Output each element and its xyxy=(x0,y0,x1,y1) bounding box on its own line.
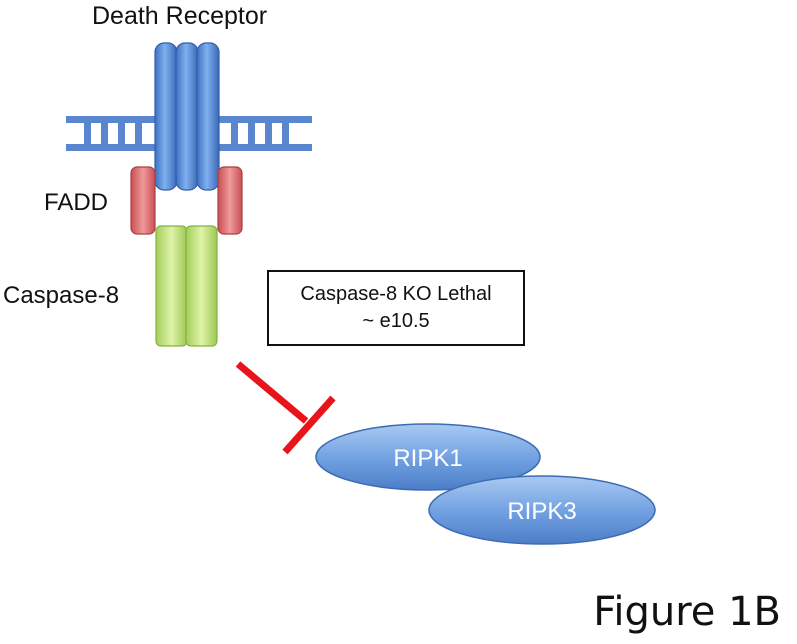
ripk3-label: RIPK3 xyxy=(507,498,576,525)
caspase-8-label: Caspase-8 xyxy=(3,282,120,309)
death-receptor xyxy=(154,42,220,191)
figure-label: Figure 1B xyxy=(593,589,781,635)
death-receptor-label: Death Receptor xyxy=(92,2,268,30)
note-line-2: ~ e10.5 xyxy=(362,310,430,332)
inhibition-arrow xyxy=(235,361,336,455)
ripk1-label: RIPK1 xyxy=(393,445,462,472)
ripk1-node: RIPK1 xyxy=(315,423,541,491)
fadd-protein xyxy=(130,166,243,235)
knockout-note-box: Caspase-8 KO Lethal ~ e10.5 xyxy=(267,270,525,346)
ripk3-node: RIPK3 xyxy=(428,475,656,545)
fadd-label: FADD xyxy=(44,189,109,216)
caspase-8-protein xyxy=(155,225,218,347)
note-line-1: Caspase-8 KO Lethal xyxy=(300,283,492,305)
